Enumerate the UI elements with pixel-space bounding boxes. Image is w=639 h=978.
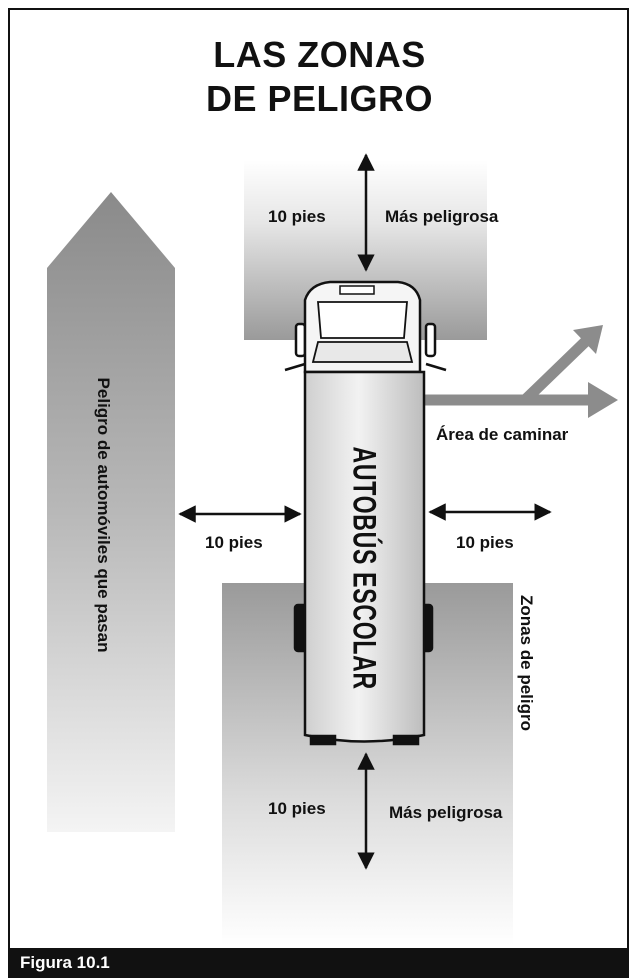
right-distance-label: 10 pies [456,533,514,552]
front-danger-label: Más peligrosa [385,207,499,226]
danger-zones-label: Zonas de peligro [517,594,536,732]
title-line-2: DE PELIGRO [205,78,434,119]
title-line-1: LAS ZONAS [213,34,426,75]
passing-cars-label: Peligro de automóviles que pasan [94,377,113,653]
front-distance-label: 10 pies [268,207,326,226]
walk-area-label: Área de caminar [436,425,569,444]
passing-cars-arrow [47,192,175,832]
left-distance-label: 10 pies [205,533,263,552]
figure-caption: Figura 10.1 [20,953,110,972]
rear-danger-label: Más peligrosa [389,803,503,822]
rear-distance-label: 10 pies [268,799,326,818]
school-bus [284,280,447,746]
caption-bar: Figura 10.1 [8,948,629,978]
walk-area-arrows [425,325,618,418]
bus-label: AUTOBÚS ESCOLAR [346,446,383,690]
